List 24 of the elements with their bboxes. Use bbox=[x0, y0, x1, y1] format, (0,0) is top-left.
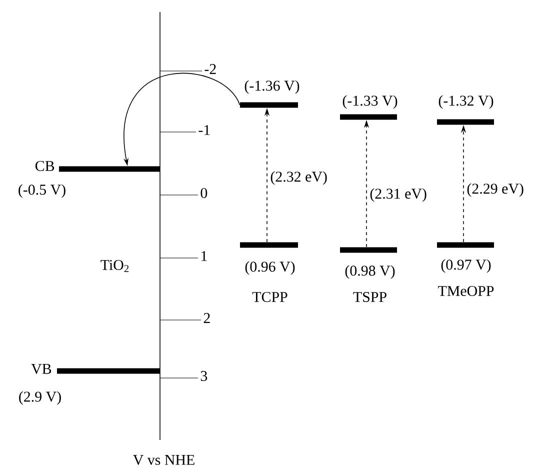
level-label: (0.97 V) bbox=[441, 259, 491, 273]
tick-label: -2 bbox=[204, 64, 216, 74]
level-label: (-1.36 V) bbox=[244, 80, 300, 94]
edge-label: (2.31 eV) bbox=[370, 188, 426, 202]
tick-label: 0 bbox=[200, 188, 208, 198]
level-label: TSPP bbox=[353, 292, 386, 302]
level-label: (-0.5 V) bbox=[18, 184, 66, 198]
level-label: (0.96 V) bbox=[245, 261, 295, 275]
tick-label: 2 bbox=[204, 313, 210, 323]
tick-label: 3 bbox=[200, 370, 208, 382]
level-label: TCPP bbox=[252, 292, 288, 302]
axis-title: V vs NHE bbox=[133, 455, 194, 465]
level-label: (0.98 V) bbox=[345, 265, 395, 279]
level-label: TMeOPP bbox=[438, 286, 494, 296]
tick-label: 1 bbox=[202, 251, 207, 261]
level-label: VB bbox=[31, 364, 52, 374]
edge-label: (2.32 eV) bbox=[270, 171, 327, 185]
edge-label: (2.29 eV) bbox=[467, 183, 524, 197]
level-label: (-1.32 V) bbox=[438, 95, 494, 109]
level-label: (-1.33 V) bbox=[342, 95, 398, 109]
level-label: CB bbox=[35, 160, 54, 171]
level-label: (2.9 V) bbox=[19, 391, 61, 405]
material-label: TiO$_{2}$ bbox=[100, 260, 129, 272]
tick-label: -1 bbox=[198, 125, 210, 135]
